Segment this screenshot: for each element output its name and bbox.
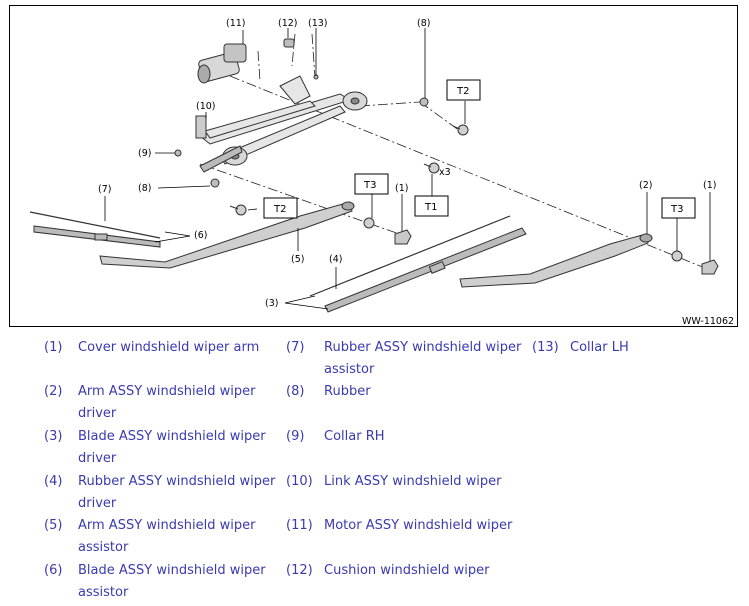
legend-number: (5) bbox=[44, 518, 63, 533]
torque-box-t3-center: T3 bbox=[354, 173, 389, 195]
wiper-motor bbox=[197, 43, 247, 84]
legend-number: (9) bbox=[286, 429, 305, 444]
legend-text: Cushion windshield wiper bbox=[324, 563, 490, 578]
blade-assistor bbox=[29, 211, 161, 248]
callout-6: (6) bbox=[194, 230, 207, 241]
torque-box-t2-upper: T2 bbox=[446, 79, 481, 101]
wiper-arm-driver bbox=[459, 233, 653, 288]
arm-covers bbox=[394, 229, 719, 275]
torque-box-t1: T1 bbox=[414, 195, 449, 217]
legend-text: Motor ASSY windshield wiper bbox=[324, 518, 513, 533]
callout-13: (13) bbox=[308, 18, 328, 29]
leader-lines bbox=[104, 28, 711, 310]
legend-number: (13) bbox=[532, 340, 559, 355]
torque-box-t3-right: T3 bbox=[661, 197, 696, 219]
callout-11: (11) bbox=[226, 18, 246, 29]
legend-number: (3) bbox=[44, 429, 63, 444]
legend-number: (8) bbox=[286, 384, 305, 399]
diagram-canvas: (11) (12) (13) (8) (10) (9) (8) (7) (6) … bbox=[29, 18, 734, 327]
legend-number: (12) bbox=[286, 563, 313, 578]
parts-legend: (1) Cover windshield wiper arm (2) Arm A… bbox=[38, 337, 738, 606]
callout-labels: (11) (12) (13) (8) (10) (9) (8) (7) (6) … bbox=[98, 18, 734, 327]
callout-5: (5) bbox=[291, 254, 304, 265]
svg-text:T3: T3 bbox=[670, 204, 683, 215]
blade-driver bbox=[309, 215, 527, 313]
legend-number: (2) bbox=[44, 384, 63, 399]
legend-text: Link ASSY windshield wiper bbox=[324, 474, 502, 489]
legend-number: (6) bbox=[44, 563, 63, 578]
wiper-arm-assistor bbox=[99, 201, 355, 269]
svg-text:T2: T2 bbox=[273, 204, 286, 215]
callout-8-upper: (8) bbox=[417, 18, 430, 29]
callout-3: (3) bbox=[265, 298, 278, 309]
callout-10: (10) bbox=[196, 101, 216, 112]
svg-text:T3: T3 bbox=[363, 180, 376, 191]
legend-text: Rubber bbox=[324, 384, 371, 399]
wiper-link-assembly bbox=[195, 75, 368, 173]
legend-number: (4) bbox=[44, 474, 63, 489]
callout-1-left: (1) bbox=[395, 183, 408, 194]
legend-number: (7) bbox=[286, 340, 305, 355]
fasteners bbox=[229, 124, 683, 262]
legend-text: Collar RH bbox=[324, 429, 385, 444]
callout-2: (2) bbox=[639, 180, 652, 191]
callout-7: (7) bbox=[98, 184, 111, 195]
legend-number: (11) bbox=[286, 518, 313, 533]
callout-12: (12) bbox=[278, 18, 298, 29]
callout-1-right: (1) bbox=[703, 180, 716, 191]
legend-number: (10) bbox=[286, 474, 313, 489]
cushion-and-collars bbox=[174, 38, 429, 188]
torque-box-t2-lower: T2 bbox=[263, 197, 298, 219]
torque-boxes: T2 T3 T1 T2 T3 bbox=[263, 79, 696, 219]
callout-4: (4) bbox=[329, 254, 342, 265]
legend-number: (1) bbox=[44, 340, 63, 355]
legend-text: Cover windshield wiper arm bbox=[78, 340, 260, 355]
callout-8-lower: (8) bbox=[138, 183, 151, 194]
svg-text:T1: T1 bbox=[424, 202, 437, 213]
callout-9: (9) bbox=[138, 148, 151, 159]
exploded-diagram: (11) (12) (13) (8) (10) (9) (8) (7) (6) … bbox=[9, 5, 738, 327]
legend-text: Collar LH bbox=[570, 340, 629, 355]
svg-text:T2: T2 bbox=[456, 86, 469, 97]
figure-id: WW-11062 bbox=[682, 316, 734, 327]
quantity-label: x3 bbox=[439, 167, 451, 178]
